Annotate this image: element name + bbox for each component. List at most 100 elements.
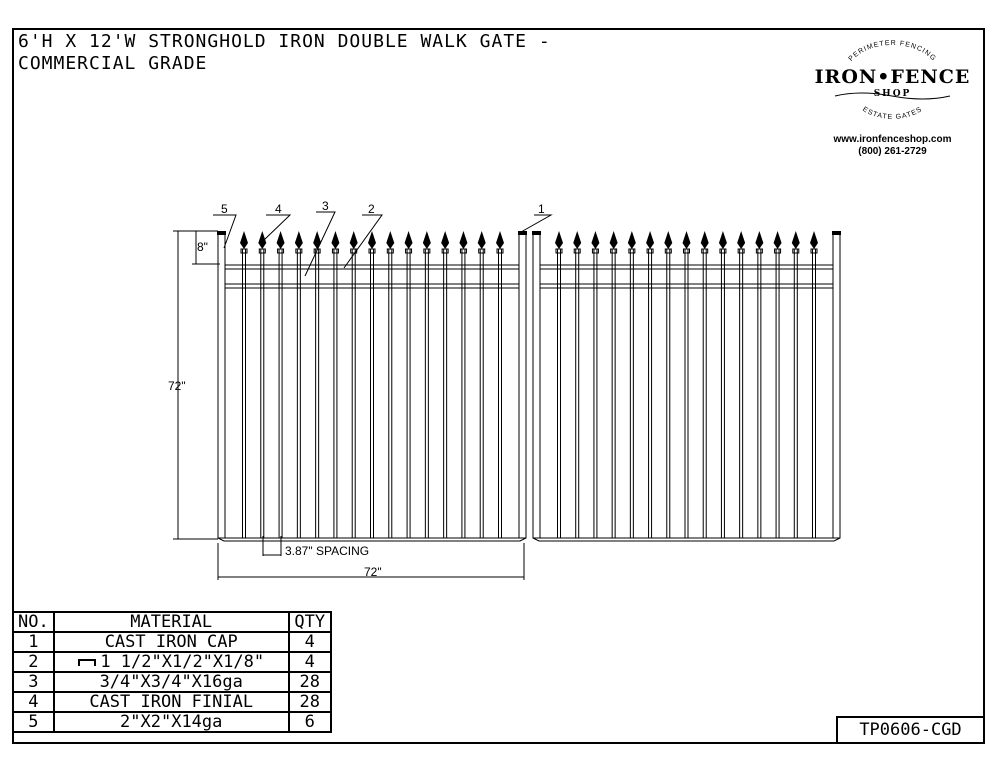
finial xyxy=(294,231,303,249)
finial-height-label: 8" xyxy=(197,240,208,254)
finial-collar xyxy=(258,248,266,254)
finial-collar xyxy=(610,248,618,254)
title-line-1: 6'H X 12'W STRONGHOLD IRON DOUBLE WALK G… xyxy=(18,31,551,52)
bom-material: CAST IRON CAP xyxy=(52,631,290,653)
post-cap xyxy=(532,231,541,235)
finial-collar xyxy=(405,248,413,254)
gate-rail xyxy=(539,283,834,289)
logo-phone: (800) 261-2729 xyxy=(858,146,927,157)
height-dimension-label: 72" xyxy=(168,379,186,393)
finial-collar xyxy=(701,248,709,254)
drawing-frame xyxy=(12,28,985,744)
bom-material: 3/4"X3/4"X16ga xyxy=(52,671,290,693)
finial xyxy=(773,231,782,249)
finial xyxy=(755,231,764,249)
finial-collar xyxy=(277,248,285,254)
bom-header-qty: QTY xyxy=(287,611,332,633)
finial xyxy=(240,231,248,249)
drawing-title: 6'H X 12'W STRONGHOLD IRON DOUBLE WALK G… xyxy=(18,31,551,75)
finial-collar xyxy=(368,248,376,254)
finial-collar xyxy=(591,248,599,254)
picket-spacing-label: 3.87" SPACING xyxy=(285,544,369,558)
finial xyxy=(573,231,582,249)
bom-row: 5 2"X2"X14ga 6 xyxy=(12,711,332,733)
gate-leaf-left xyxy=(217,231,527,542)
title-line-2: COMMERCIAL GRADE xyxy=(18,53,208,74)
gate-post xyxy=(217,233,226,539)
finial xyxy=(386,231,395,249)
finial-collar xyxy=(555,248,563,254)
bom-material: 1 1/2"X1/2"X1/8" xyxy=(100,652,265,672)
finial-collar xyxy=(573,248,581,254)
bottom-rail xyxy=(532,537,841,542)
finial xyxy=(496,231,504,249)
post-cap xyxy=(217,231,226,235)
bom-material-cell: 1 1/2"X1/2"X1/8" xyxy=(52,651,290,673)
finial xyxy=(459,231,468,249)
bom-row: 1 CAST IRON CAP 4 xyxy=(12,631,332,653)
finial-collar xyxy=(646,248,654,254)
drawing-code: TP0606-CGD xyxy=(836,716,985,744)
width-dimension-label: 72" xyxy=(364,565,382,579)
finial xyxy=(737,231,746,249)
bom-row: 3 3/4"X3/4"X16ga 28 xyxy=(12,671,332,693)
bom-material: CAST IRON FINIAL xyxy=(52,691,290,713)
finial xyxy=(276,231,285,249)
bom-header-no: NO. xyxy=(12,611,55,633)
bom-header-material: MATERIAL xyxy=(52,611,290,633)
finial-collar xyxy=(792,248,800,254)
bom-qty: 28 xyxy=(287,671,332,693)
finial-collar xyxy=(683,248,690,254)
bom-material: 2"X2"X14ga xyxy=(52,711,290,733)
finial xyxy=(627,231,636,249)
finial-collar xyxy=(459,248,467,254)
finial xyxy=(404,231,413,249)
finial-collar xyxy=(441,248,449,254)
dimension-lines xyxy=(173,230,525,580)
finial xyxy=(682,231,691,249)
bom-qty: 4 xyxy=(287,651,332,673)
finial-collar xyxy=(496,248,504,254)
finial-collar xyxy=(628,248,636,254)
bom-no: 4 xyxy=(12,691,55,713)
finial xyxy=(258,231,267,249)
callout-2: 2 xyxy=(368,202,375,216)
finial-collar xyxy=(737,248,745,254)
bill-of-materials: NO. MATERIAL QTY 1 CAST IRON CAP 4 2 1 1… xyxy=(12,611,332,733)
callout-5: 5 xyxy=(221,202,228,216)
gate-post xyxy=(832,233,841,539)
logo-swoosh xyxy=(834,92,951,100)
bom-no: 3 xyxy=(12,671,55,693)
finial xyxy=(718,231,727,249)
finial xyxy=(591,231,600,249)
finial xyxy=(609,231,618,249)
bom-qty: 4 xyxy=(287,631,332,653)
finial-collar xyxy=(331,248,339,254)
finial xyxy=(646,231,655,249)
bom-no: 1 xyxy=(12,631,55,653)
finial xyxy=(422,231,431,249)
finial-collar xyxy=(719,248,727,254)
company-logo: PERIMETER FENCING ESTATE GATES IRON•FENC… xyxy=(800,34,985,164)
bom-qty: 28 xyxy=(287,691,332,713)
bom-row: 4 CAST IRON FINIAL 28 xyxy=(12,691,332,713)
logo-shop-text: SHOP xyxy=(873,89,912,99)
bom-header-row: NO. MATERIAL QTY xyxy=(12,611,332,633)
bom-no: 2 xyxy=(12,651,55,673)
finial xyxy=(313,231,322,249)
bom-no: 5 xyxy=(12,711,55,733)
finial xyxy=(700,231,709,249)
finial xyxy=(810,231,818,249)
channel-icon xyxy=(78,658,97,666)
callout-4: 4 xyxy=(275,202,282,216)
finial xyxy=(664,231,673,249)
finial xyxy=(555,231,563,249)
finial-collar xyxy=(423,248,431,254)
finial xyxy=(349,231,358,249)
logo-arcs: PERIMETER FENCING ESTATE GATES xyxy=(834,40,951,121)
callout-leaders xyxy=(213,211,553,277)
finial-collar xyxy=(240,248,248,254)
gate-rail xyxy=(539,264,834,270)
callout-3: 3 xyxy=(322,199,329,213)
